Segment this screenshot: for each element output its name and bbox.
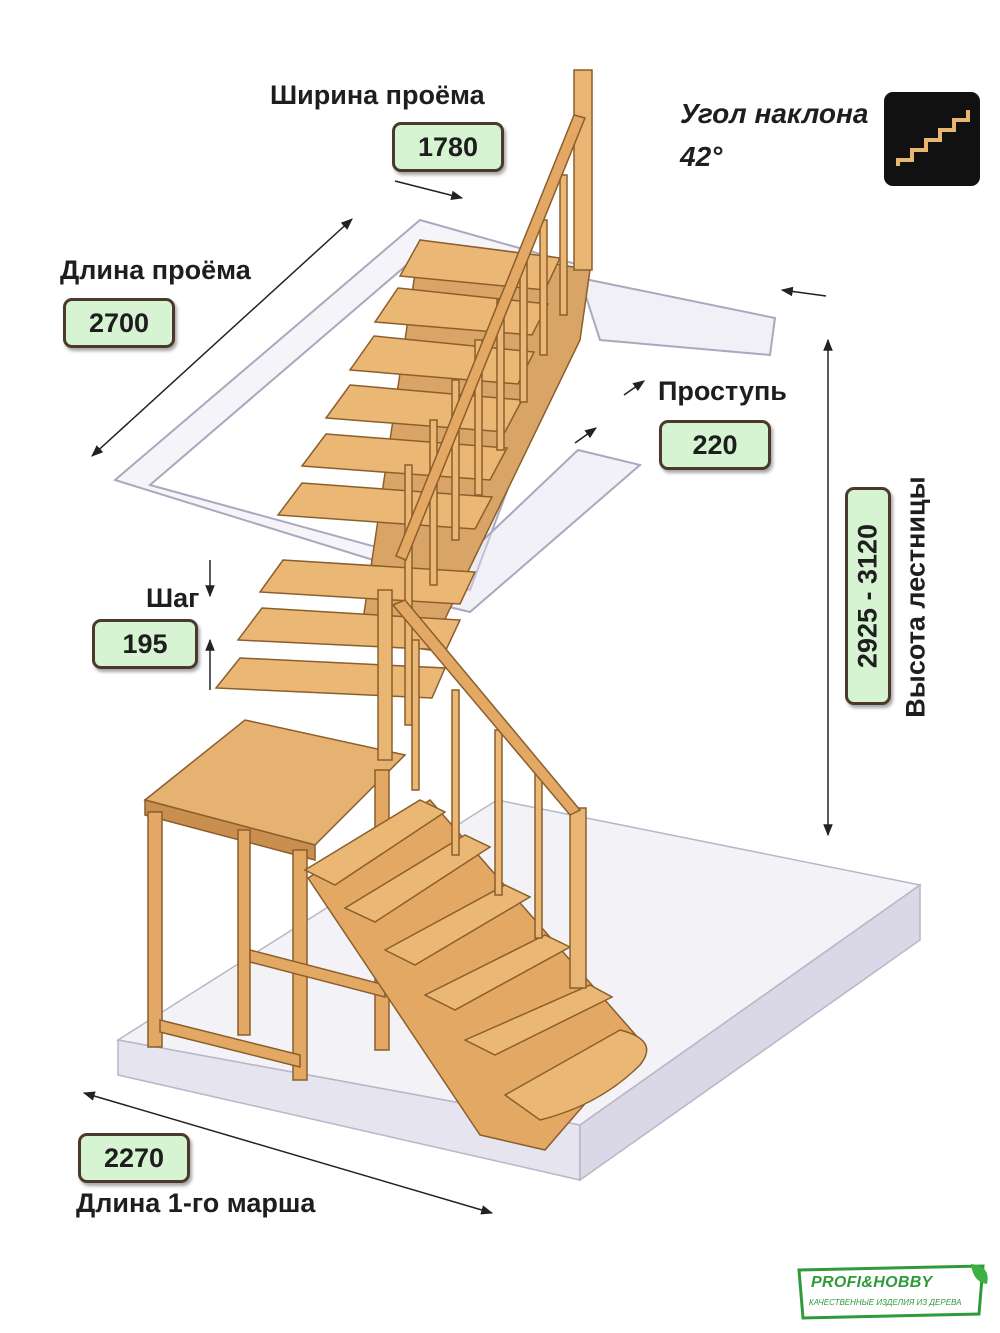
brand-logo: PROFI&HOBBY КАЧЕСТВЕННЫЕ ИЗДЕЛИЯ ИЗ ДЕРЕ… <box>793 1262 993 1322</box>
tread-title: Проступь <box>658 376 787 406</box>
leaf-icon <box>971 1264 988 1284</box>
height-title: Высота лестницы <box>900 476 931 718</box>
first-flight-value: 2270 <box>78 1133 190 1183</box>
step-value: 195 <box>92 619 198 669</box>
brand-tagline: КАЧЕСТВЕННЫЕ ИЗДЕЛИЯ ИЗ ДЕРЕВА <box>809 1298 962 1307</box>
railings <box>377 69 593 989</box>
opening-length-title: Длина проёма <box>60 255 251 285</box>
upper-flight <box>214 239 591 699</box>
height-value: 2925 - 3120 <box>845 487 891 705</box>
tread-value: 220 <box>659 420 771 470</box>
opening-width-value: 1780 <box>392 122 504 172</box>
angle-title: Угол наклона <box>680 98 869 129</box>
first-flight-title: Длина 1-го марша <box>76 1188 316 1218</box>
opening-width-title: Ширина проёма <box>270 80 485 110</box>
opening-length-value: 2700 <box>63 298 175 348</box>
dimension-lines <box>82 180 833 1215</box>
lower-flight <box>303 799 648 1151</box>
step-title: Шаг <box>146 583 200 613</box>
angle-value: 42° <box>680 141 723 172</box>
brand-name: PROFI&HOBBY <box>811 1274 933 1291</box>
stairs-icon <box>884 92 980 186</box>
